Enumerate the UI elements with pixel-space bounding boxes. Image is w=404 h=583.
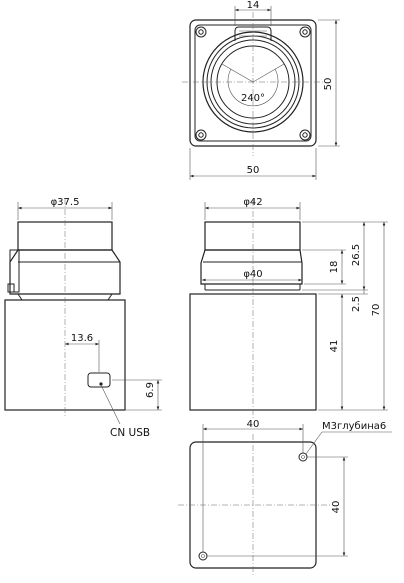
bottom-view: 40 40 M3глубина6 <box>178 419 392 576</box>
side-diameter-label: φ37.5 <box>51 197 80 208</box>
section-cap-bottom <box>200 249 303 285</box>
hole-spacing-v-label: 40 <box>331 501 342 514</box>
total-height-label: 70 <box>371 304 382 317</box>
usb-port-marker <box>99 382 103 386</box>
body-height-label: 41 <box>329 340 340 353</box>
section-cap-top <box>204 221 301 251</box>
hole-spacing-h-label: 40 <box>247 419 260 430</box>
section-outer-diameter-label: φ42 <box>243 197 262 208</box>
corner-screw-top-left <box>195 26 207 38</box>
angle-label: 240° <box>241 93 265 104</box>
front-height-label: 50 <box>323 78 334 91</box>
front-view: 240° 14 50 50 <box>182 0 340 180</box>
usb-port <box>87 372 111 388</box>
mount-hole-bottom-left <box>198 551 208 561</box>
gap-label: 2.5 <box>351 296 362 312</box>
slot-width-label: 14 <box>247 0 260 11</box>
mount-hole-top-right <box>298 452 308 462</box>
corner-screw-top-right <box>299 26 311 38</box>
usb-caption: CN USB <box>110 427 150 439</box>
usb-offset-label: 13.6 <box>71 333 93 344</box>
section-view: φ42 φ40 18 26.5 2.5 70 41 <box>189 197 388 418</box>
front-width-label: 50 <box>247 165 260 176</box>
side-view: φ37.5 13.6 6.9 CN USB <box>4 197 162 439</box>
corner-screw-bottom-right <box>299 129 311 141</box>
corner-screw-bottom-left <box>195 129 207 141</box>
usb-height-label: 6.9 <box>145 382 156 398</box>
cap-height-label: 18 <box>329 261 340 274</box>
angle-arc <box>227 68 279 107</box>
section-inner-diameter-label: φ40 <box>243 269 262 280</box>
hole-note: M3глубина6 <box>322 421 386 432</box>
top-height-label: 26.5 <box>351 244 362 266</box>
